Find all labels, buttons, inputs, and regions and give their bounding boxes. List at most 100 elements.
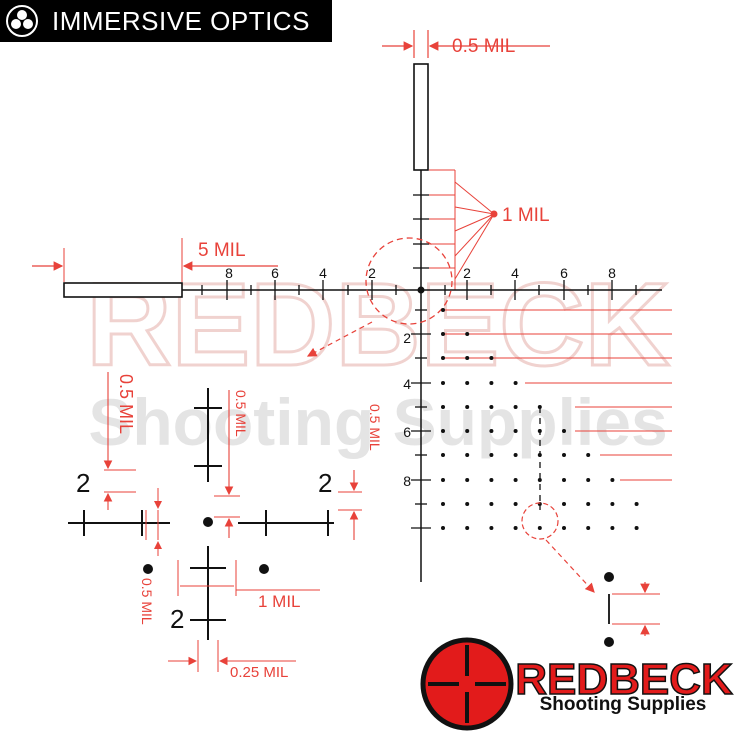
h-tick-right-2: 2 [463, 265, 471, 281]
center-dot [417, 286, 425, 294]
holdover-dot [562, 502, 566, 506]
holdover-dot [441, 526, 445, 530]
v-tick-8: 8 [403, 473, 411, 489]
holdover-dot [441, 381, 445, 385]
horizontal-ticks-left [201, 280, 397, 300]
detail-bottom-label: 2 [170, 604, 184, 634]
h-tick-left-6: 6 [271, 265, 279, 281]
holdover-dot [465, 453, 470, 457]
holdover-dot [489, 502, 494, 506]
top-post-width-label: 0.5 MIL [452, 36, 515, 57]
holdover-dot [513, 405, 518, 409]
holdover-dot [513, 526, 518, 530]
detail-right-vertical-label: 0.5 MIL [367, 404, 383, 451]
upper-hash-marks [413, 194, 429, 269]
crosshair-scope-icon [420, 637, 514, 731]
top-post [413, 63, 429, 171]
holdover-dot [465, 478, 470, 482]
hash-spacing-label: 1 MIL [502, 205, 550, 226]
h-tick-right-8: 8 [608, 265, 616, 281]
holdover-dot [562, 478, 566, 482]
h-tick-left-4: 4 [319, 265, 327, 281]
horizontal-ticks-right [444, 280, 637, 300]
three-circles-logo-icon [6, 5, 38, 37]
detail-left-label: 2 [76, 468, 90, 498]
v-tick-4: 4 [403, 376, 411, 392]
holdover-dot [489, 356, 494, 360]
holdover-dot [441, 429, 445, 433]
holdover-dot [489, 381, 494, 385]
detail-left-dimension: 0.5 MIL 2 [76, 372, 136, 510]
holdover-dot [610, 502, 615, 506]
holdover-dot [489, 478, 494, 482]
watermark-title: REDBECK [86, 259, 670, 391]
holdover-dot [586, 502, 591, 506]
watermark-subtitle: Shooting Supplies [88, 385, 667, 459]
watermark: REDBECK Shooting Supplies [85, 258, 672, 460]
h-tick-right-6: 6 [560, 265, 568, 281]
left-post-dimension: 5 MIL [32, 238, 278, 282]
brand-header: IMMERSIVE OPTICS [0, 0, 332, 42]
zoom-callout-center [306, 237, 453, 357]
logo-subtitle: Shooting Supplies [540, 694, 707, 715]
v-tick-6: 6 [403, 424, 411, 440]
horizontal-tick-labels-left: 8 6 4 2 [225, 265, 376, 281]
holdover-dot [441, 332, 445, 336]
holdover-dot [489, 405, 494, 409]
holdover-dot [441, 308, 445, 312]
holdover-dot [441, 502, 445, 506]
holdover-dot [634, 526, 639, 530]
holdover-dot [441, 356, 445, 360]
vertical-tick-labels: 2 4 6 8 [403, 330, 411, 489]
zoom-callout-tree [521, 502, 595, 593]
brand-title: IMMERSIVE OPTICS [52, 5, 310, 36]
detail-bottom-center-label: 1 MIL [258, 592, 301, 611]
holdover-dot [465, 381, 470, 385]
holdover-dot [586, 526, 591, 530]
holdover-dot [441, 405, 445, 409]
hash-spacing-dimension: 1 MIL [429, 169, 550, 290]
holdover-dot [465, 332, 470, 336]
detail-right-label: 2 [318, 468, 332, 498]
holdover-dot [465, 502, 470, 506]
holdover-dot [465, 429, 470, 433]
holdover-dot [513, 502, 518, 506]
holdover-dot [465, 356, 470, 360]
detail-left-crosshair [68, 510, 170, 536]
holdover-dot [513, 429, 518, 433]
holdover-dot [610, 478, 615, 482]
h-tick-left-8: 8 [225, 265, 233, 281]
holdover-dot-grid [441, 308, 639, 530]
holdover-dot [489, 429, 494, 433]
holdover-dot [441, 453, 445, 457]
logo-title: REDBECK [515, 655, 733, 704]
holdover-dot [441, 478, 445, 482]
redbeck-logo: REDBECK Shooting Supplies [420, 637, 734, 731]
detail-right: 2 0.5 MIL [238, 404, 383, 540]
left-post [63, 282, 183, 298]
left-post-length-label: 5 MIL [198, 240, 246, 261]
detail-left-small-dimension [145, 488, 162, 556]
detail-bottom-width-label: 0.25 MIL [230, 664, 288, 681]
holdover-dot [562, 526, 566, 530]
holdover-dot [513, 381, 518, 385]
horizontal-tick-labels-right: 2 4 6 8 [463, 265, 616, 281]
holdover-dot [489, 526, 494, 530]
holdover-dot [634, 502, 639, 506]
vertical-ticks [411, 309, 431, 529]
v-tick-2: 2 [403, 330, 411, 346]
holdover-dot [610, 526, 615, 530]
tree-detail [604, 572, 660, 647]
holdover-dot [586, 453, 591, 457]
holdover-dot [465, 405, 470, 409]
holdover-dot [489, 453, 494, 457]
h-tick-right-4: 4 [511, 265, 519, 281]
red-guide-lines [443, 309, 672, 481]
detail-center: 0.5 MIL [194, 388, 249, 538]
holdover-dot [586, 478, 591, 482]
holdover-dot [513, 478, 518, 482]
detail-bottom: 2 0.5 MIL 1 MIL 0.25 MIL [139, 546, 320, 681]
holdover-dot [537, 526, 542, 530]
detail-center-vertical-label: 0.5 MIL [233, 390, 249, 437]
holdover-dot [465, 526, 470, 530]
